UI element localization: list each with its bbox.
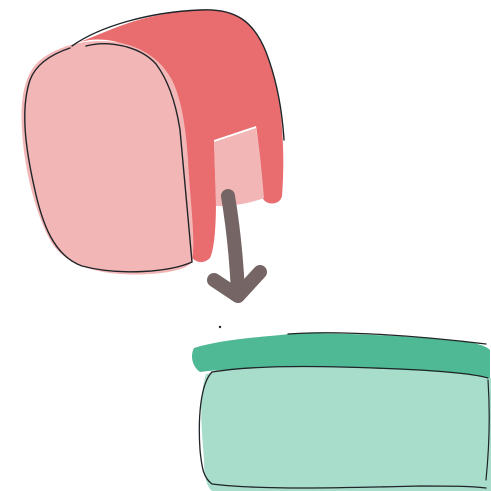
green-slab-front-face <box>201 367 491 491</box>
sketch-dot <box>219 326 221 328</box>
down-arrow-icon <box>214 196 260 296</box>
arrow-shaft <box>228 196 238 292</box>
red-block-front-face <box>22 41 194 275</box>
green-slab-icon <box>192 333 491 491</box>
red-block-icon <box>22 10 284 275</box>
